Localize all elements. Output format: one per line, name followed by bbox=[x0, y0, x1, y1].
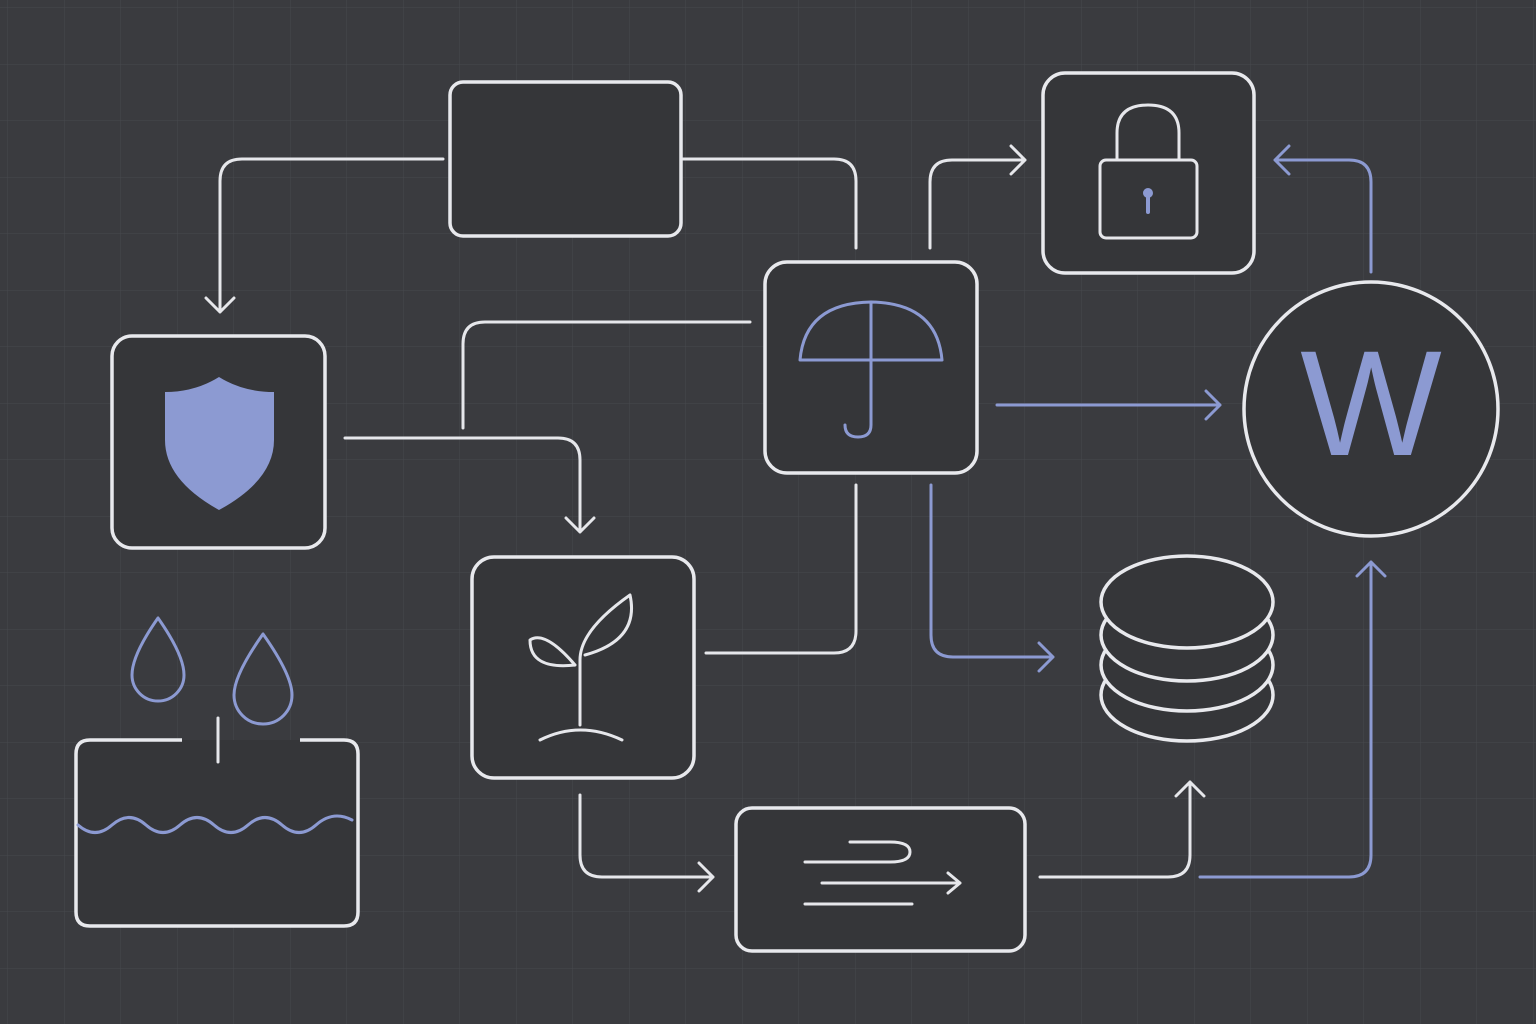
plant-node[interactable] bbox=[470, 555, 696, 780]
water-drop-icon bbox=[232, 632, 294, 726]
water-wave bbox=[76, 814, 354, 834]
connector-to-circle bbox=[1198, 560, 1387, 879]
sprout-icon bbox=[528, 593, 633, 742]
connector-top-to-shield bbox=[204, 157, 445, 314]
water-tank-node[interactable] bbox=[74, 616, 360, 928]
shield-node[interactable] bbox=[110, 334, 327, 550]
connector-umbrella-to-plant bbox=[704, 483, 858, 655]
connector-shield-to-plant bbox=[343, 436, 596, 534]
connector-umbrella-to-circle bbox=[995, 389, 1222, 421]
w-logo-text: W bbox=[1300, 319, 1442, 487]
w-circle-node[interactable]: W bbox=[1242, 280, 1500, 538]
lock-node[interactable] bbox=[1041, 71, 1256, 275]
wind-icon bbox=[803, 840, 962, 906]
wind-node[interactable] bbox=[734, 806, 1027, 953]
connector-umbrella-to-lock bbox=[928, 144, 1027, 250]
connector-umbrella-to-database bbox=[929, 483, 1055, 673]
water-drop-icon bbox=[130, 616, 186, 703]
blank-node[interactable] bbox=[448, 80, 683, 238]
connector-top-to-umbrella bbox=[681, 157, 858, 250]
lock-icon bbox=[1098, 103, 1199, 240]
umbrella-node[interactable] bbox=[763, 260, 979, 475]
connector-plant-to-wind bbox=[578, 793, 715, 893]
database-node[interactable] bbox=[1099, 554, 1275, 743]
connector-umbrella-left bbox=[461, 320, 752, 430]
connector-wind-to-database bbox=[1038, 780, 1206, 879]
connectors bbox=[204, 144, 1387, 893]
umbrella-icon bbox=[798, 300, 944, 439]
shield-icon bbox=[165, 377, 274, 510]
database-icon bbox=[1099, 554, 1275, 743]
connector-circle-to-lock bbox=[1273, 144, 1373, 274]
